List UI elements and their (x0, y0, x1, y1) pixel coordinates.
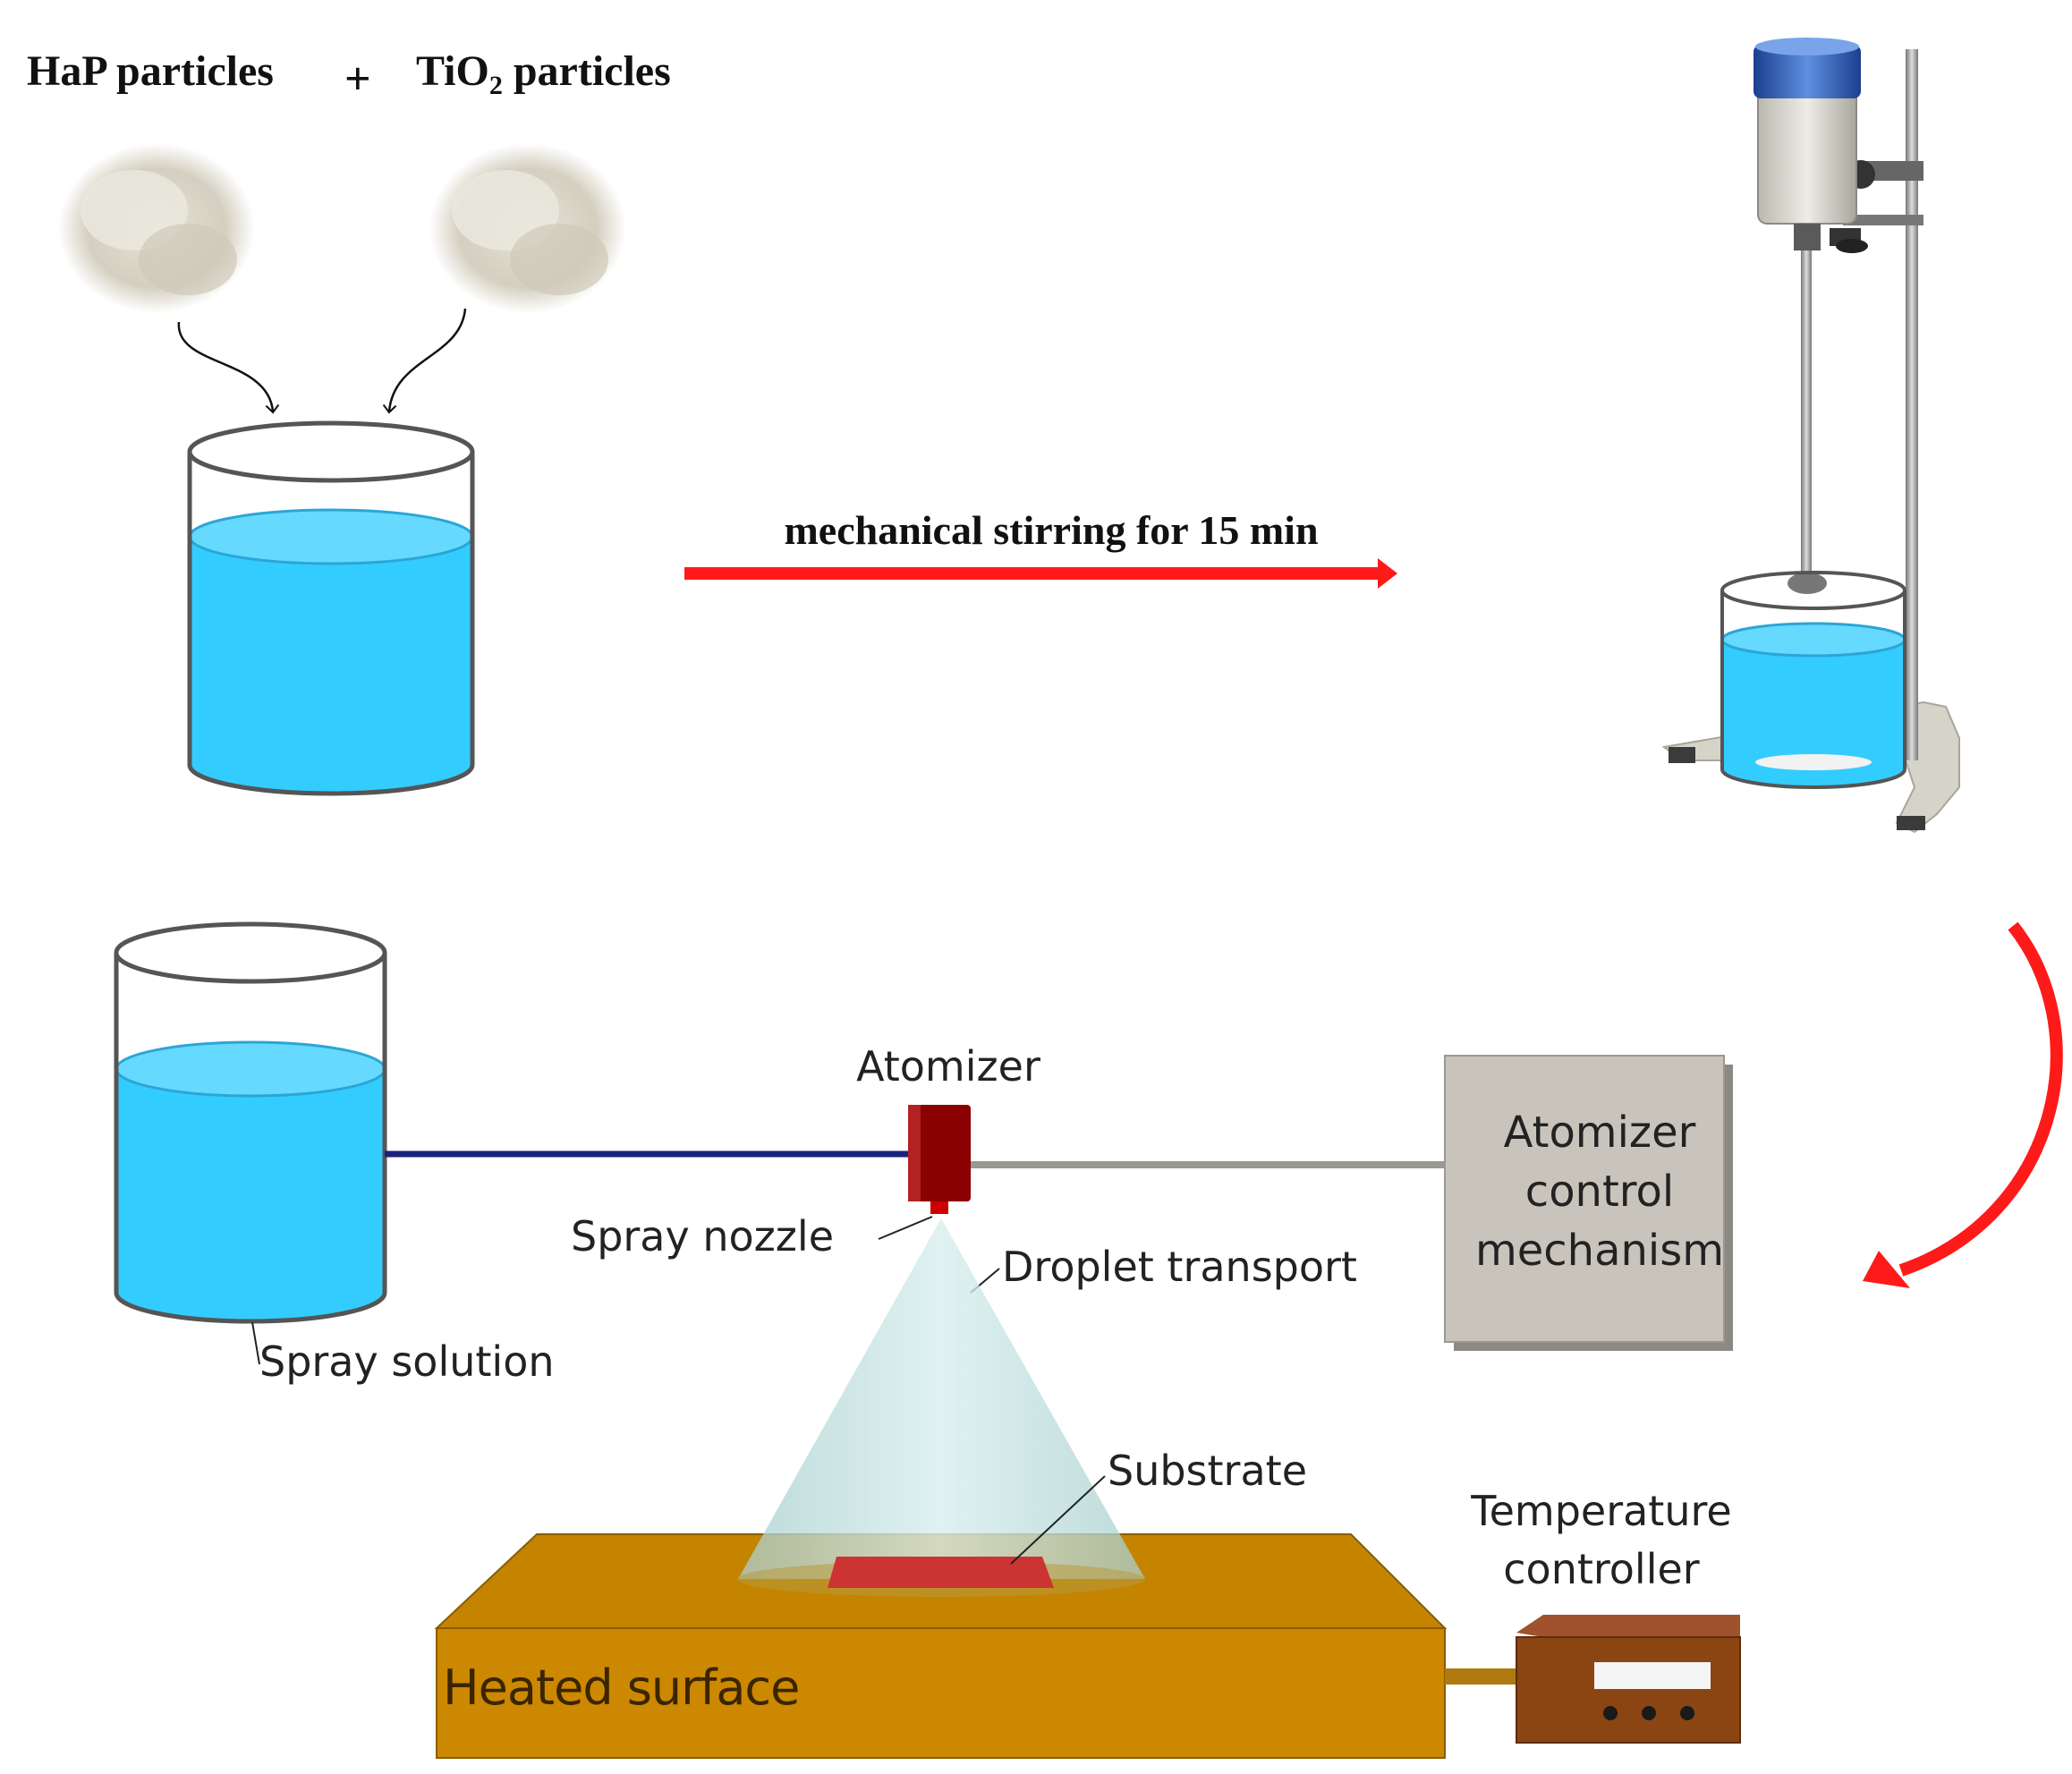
overhead-stirrer-icon (1661, 38, 1960, 834)
tio2-particles-label: TiO2 particles (416, 47, 671, 100)
stirring-label: mechanical stirring for 15 min (784, 507, 1318, 553)
control-label-line1: Atomizer (1504, 1108, 1696, 1158)
pour-arrow-tio2 (382, 308, 467, 414)
temperature-label-line1: Temperature (1470, 1487, 1731, 1535)
atomizer-label: Atomizer (856, 1042, 1040, 1091)
substrate-label: Substrate (1108, 1447, 1307, 1495)
spray-solution-label: Spray solution (259, 1337, 555, 1386)
atomizer-icon (908, 1105, 971, 1214)
pour-arrow-hap (177, 321, 280, 414)
control-label-line3: mechanism (1475, 1226, 1724, 1276)
mixing-beaker-icon (187, 420, 475, 796)
heated-surface-block: Heated surface (434, 1533, 1448, 1759)
spray-nozzle-leader (878, 1216, 933, 1240)
substrate-plate (828, 1557, 1054, 1588)
tio2-powder-pile-icon (429, 143, 626, 313)
temperature-controller-icon (1516, 1615, 1741, 1744)
heated-surface-label: Heated surface (443, 1659, 799, 1716)
stirring-arrow (684, 558, 1397, 589)
plus-sign: + (344, 54, 371, 105)
temperature-label-line2: controller (1503, 1545, 1700, 1593)
spray-nozzle-label: Spray nozzle (571, 1212, 834, 1260)
atomizer-control-box: Atomizer control mechanism (1444, 1055, 1733, 1351)
spray-solution-beaker-icon (114, 921, 387, 1324)
controller-cable (1445, 1668, 1516, 1685)
hap-particles-label: HaP particles (27, 47, 274, 95)
control-label-line2: control (1525, 1167, 1674, 1217)
droplet-transport-label: Droplet transport (1002, 1243, 1357, 1291)
substrate-leader (1010, 1475, 1106, 1565)
hap-powder-pile-icon (58, 143, 255, 313)
spray-solution-leader (251, 1321, 260, 1365)
transfer-arrow (1863, 921, 2063, 1288)
